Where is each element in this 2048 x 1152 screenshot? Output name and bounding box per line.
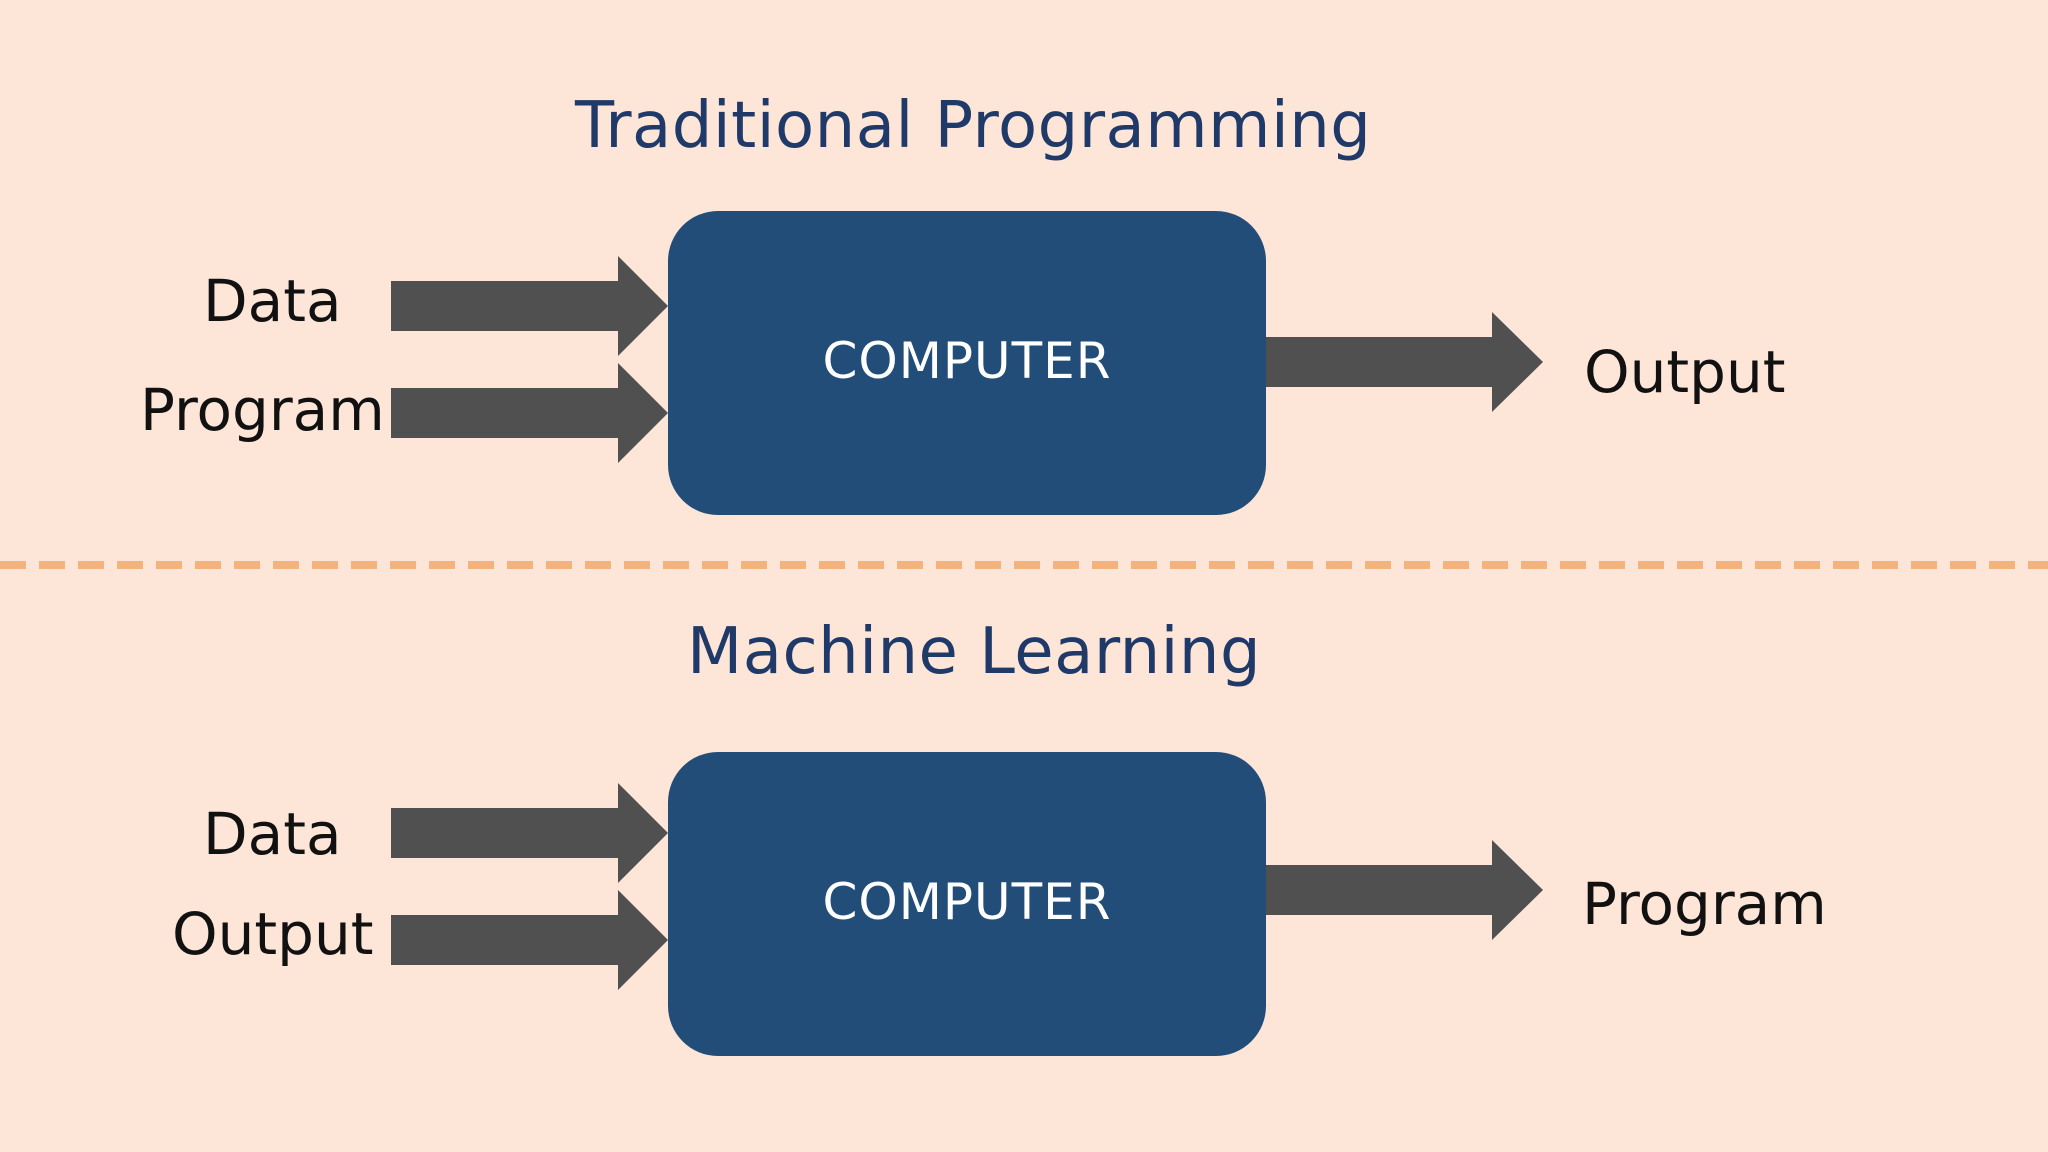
- section-divider: [0, 561, 2048, 569]
- bottom-output-label: Program: [1582, 870, 1827, 938]
- top-input-program-arrow: [391, 363, 668, 463]
- top-input-data-label: Data: [203, 267, 342, 335]
- bottom-input-output-arrow: [391, 890, 668, 990]
- top-output-label: Output: [1584, 338, 1786, 406]
- bottom-computer-label: COMPUTER: [822, 873, 1112, 931]
- bottom-input-output-label: Output: [172, 900, 374, 968]
- bottom-title: Machine Learning: [687, 615, 1262, 689]
- top-title: Traditional Programming: [575, 89, 1372, 163]
- bottom-output-arrow: [1266, 840, 1543, 940]
- bottom-computer-box: COMPUTER: [668, 752, 1266, 1056]
- top-output-arrow: [1266, 312, 1543, 412]
- top-input-data-arrow: [391, 256, 668, 356]
- top-computer-box: COMPUTER: [668, 211, 1266, 515]
- bottom-input-data-arrow: [391, 783, 668, 883]
- bottom-input-data-label: Data: [203, 800, 342, 868]
- top-input-program-label: Program: [140, 376, 385, 444]
- top-computer-label: COMPUTER: [822, 332, 1112, 390]
